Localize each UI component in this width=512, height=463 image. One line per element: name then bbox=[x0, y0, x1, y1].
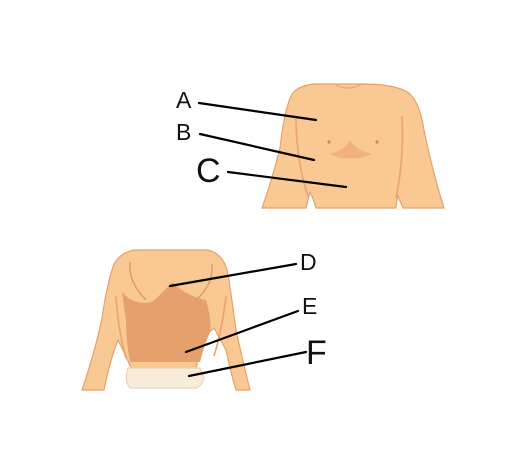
back-waistband bbox=[125, 367, 205, 389]
leader-line-a bbox=[197, 101, 318, 122]
label-b: B bbox=[176, 119, 191, 145]
leader-line-f bbox=[187, 350, 308, 378]
leader-line-c bbox=[226, 170, 348, 189]
front-nipple-left bbox=[327, 140, 331, 144]
back-scapula-left bbox=[129, 261, 147, 301]
back-scapula-right bbox=[195, 263, 213, 301]
front-nipple-right bbox=[375, 140, 379, 144]
front-neck-shading bbox=[333, 83, 363, 89]
back-left-arm-line bbox=[115, 295, 127, 359]
label-a: A bbox=[176, 87, 192, 113]
front-torso-illustration bbox=[261, 83, 445, 209]
label-f: F bbox=[306, 334, 327, 372]
leader-line-b bbox=[198, 132, 316, 162]
back-right-arm-line bbox=[213, 295, 227, 357]
leader-line-e bbox=[184, 309, 300, 354]
label-e: E bbox=[302, 293, 317, 319]
front-left-arm-line bbox=[295, 115, 309, 197]
label-c: C bbox=[196, 152, 221, 190]
front-chest-shading bbox=[330, 140, 372, 159]
front-right-arm-line bbox=[395, 115, 404, 199]
label-d: D bbox=[300, 249, 317, 275]
leader-line-d bbox=[168, 262, 298, 288]
back-lower-shaded bbox=[122, 282, 211, 362]
back-torso-illustration bbox=[81, 249, 251, 391]
